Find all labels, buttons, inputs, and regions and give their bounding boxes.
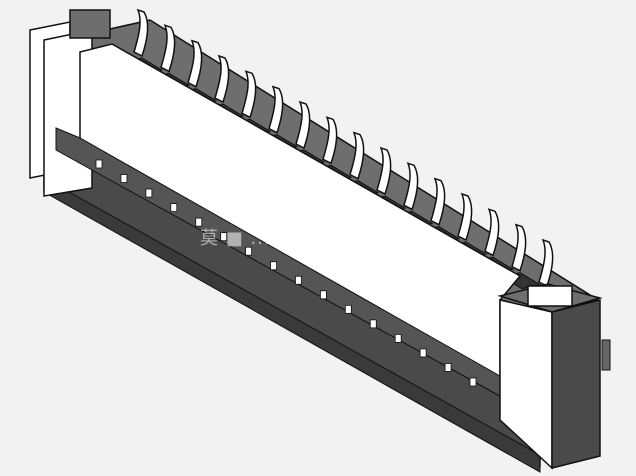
bottom-slot (444, 363, 452, 372)
right-end-block-side (551, 299, 601, 469)
contact-hooks (133, 8, 554, 288)
bottom-contact-slots (95, 159, 477, 387)
contact-hook (322, 116, 338, 165)
bottom-slot (220, 232, 228, 242)
contact-hook (511, 223, 527, 272)
bottom-slot (195, 217, 203, 227)
contact-hook (295, 100, 311, 150)
left-end-window (69, 9, 111, 39)
right-end-pin (601, 339, 611, 371)
bottom-slot (394, 333, 402, 343)
contact-hook (457, 192, 473, 242)
contact-hook (538, 238, 554, 288)
contact-hook (376, 146, 392, 196)
bottom-slot (369, 319, 377, 329)
contact-hook (187, 39, 203, 88)
bottom-slot (295, 275, 302, 285)
bottom-slot (419, 348, 427, 358)
bottom-slot (145, 188, 153, 198)
bottom-slot (344, 304, 352, 314)
bottom-slot (270, 261, 277, 271)
contact-hook (160, 24, 176, 73)
contact-hook (133, 8, 149, 58)
contact-hook (484, 208, 500, 257)
bottom-slot (170, 203, 178, 213)
bottom-slot (245, 246, 253, 256)
bottom-slot (319, 290, 327, 300)
bottom-slot (120, 174, 128, 183)
contact-hook (214, 54, 230, 104)
contact-hook (268, 85, 284, 134)
contact-hook (403, 162, 419, 211)
bottom-slot (95, 159, 103, 169)
right-end-window (527, 285, 573, 307)
contact-hook (241, 70, 257, 119)
contact-hook (430, 177, 446, 226)
contact-hook (349, 131, 365, 180)
bottom-slot (469, 377, 477, 387)
